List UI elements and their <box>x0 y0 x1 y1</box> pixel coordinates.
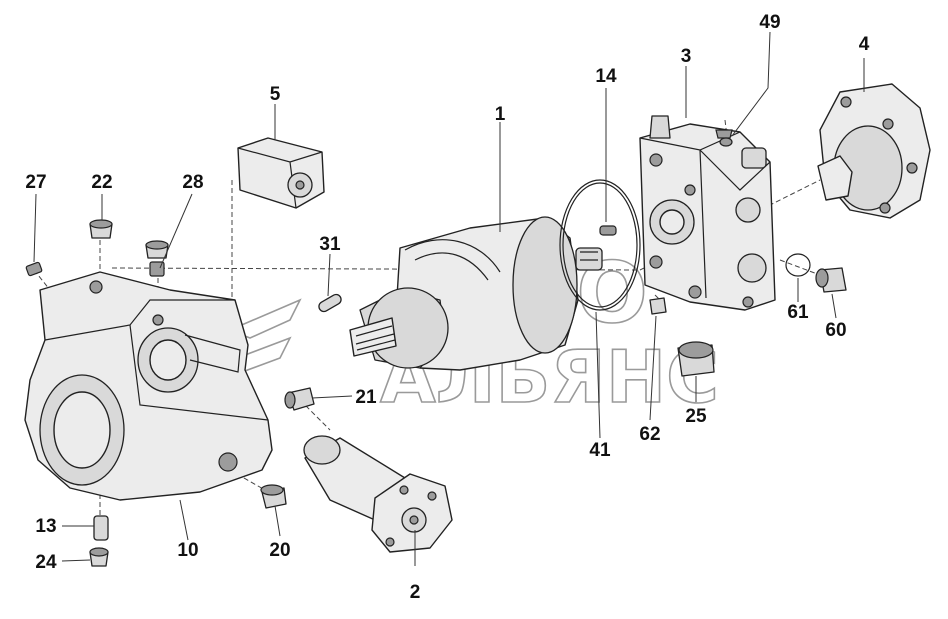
label-24: 24 <box>35 552 57 573</box>
label-25: 25 <box>685 406 707 427</box>
label-31: 31 <box>319 234 341 255</box>
label-5: 5 <box>270 84 281 105</box>
label-22: 22 <box>91 172 112 193</box>
label-41: 41 <box>589 440 611 461</box>
label-28: 28 <box>182 172 203 193</box>
label-61: 61 <box>787 302 809 323</box>
leader-lines <box>33 31 865 566</box>
label-21: 21 <box>355 387 377 408</box>
label-1: 1 <box>495 104 506 125</box>
small-fittings-left <box>25 219 342 567</box>
label-3: 3 <box>681 46 692 67</box>
label-4: 4 <box>859 34 870 55</box>
part-4-end-flange <box>817 83 931 219</box>
part-14-41-seal-ring <box>559 179 641 311</box>
part-10-housing <box>24 271 273 501</box>
part-labels: 1 2 3 4 5 10 13 14 20 21 22 24 25 27 28 … <box>25 12 869 603</box>
part-1-pump-body <box>349 216 603 371</box>
label-13: 13 <box>35 516 56 537</box>
label-62: 62 <box>639 424 660 445</box>
label-49: 49 <box>759 12 780 33</box>
label-27: 27 <box>25 172 46 193</box>
part-2-filter-cartridge <box>303 435 453 553</box>
label-2: 2 <box>410 582 421 603</box>
label-20: 20 <box>269 540 290 561</box>
label-10: 10 <box>177 540 198 561</box>
part-3-control-valve-block <box>639 115 776 311</box>
label-14: 14 <box>595 66 617 87</box>
label-60: 60 <box>825 320 846 341</box>
small-fittings-right <box>649 253 847 377</box>
part-5-solenoid-block <box>237 137 325 209</box>
